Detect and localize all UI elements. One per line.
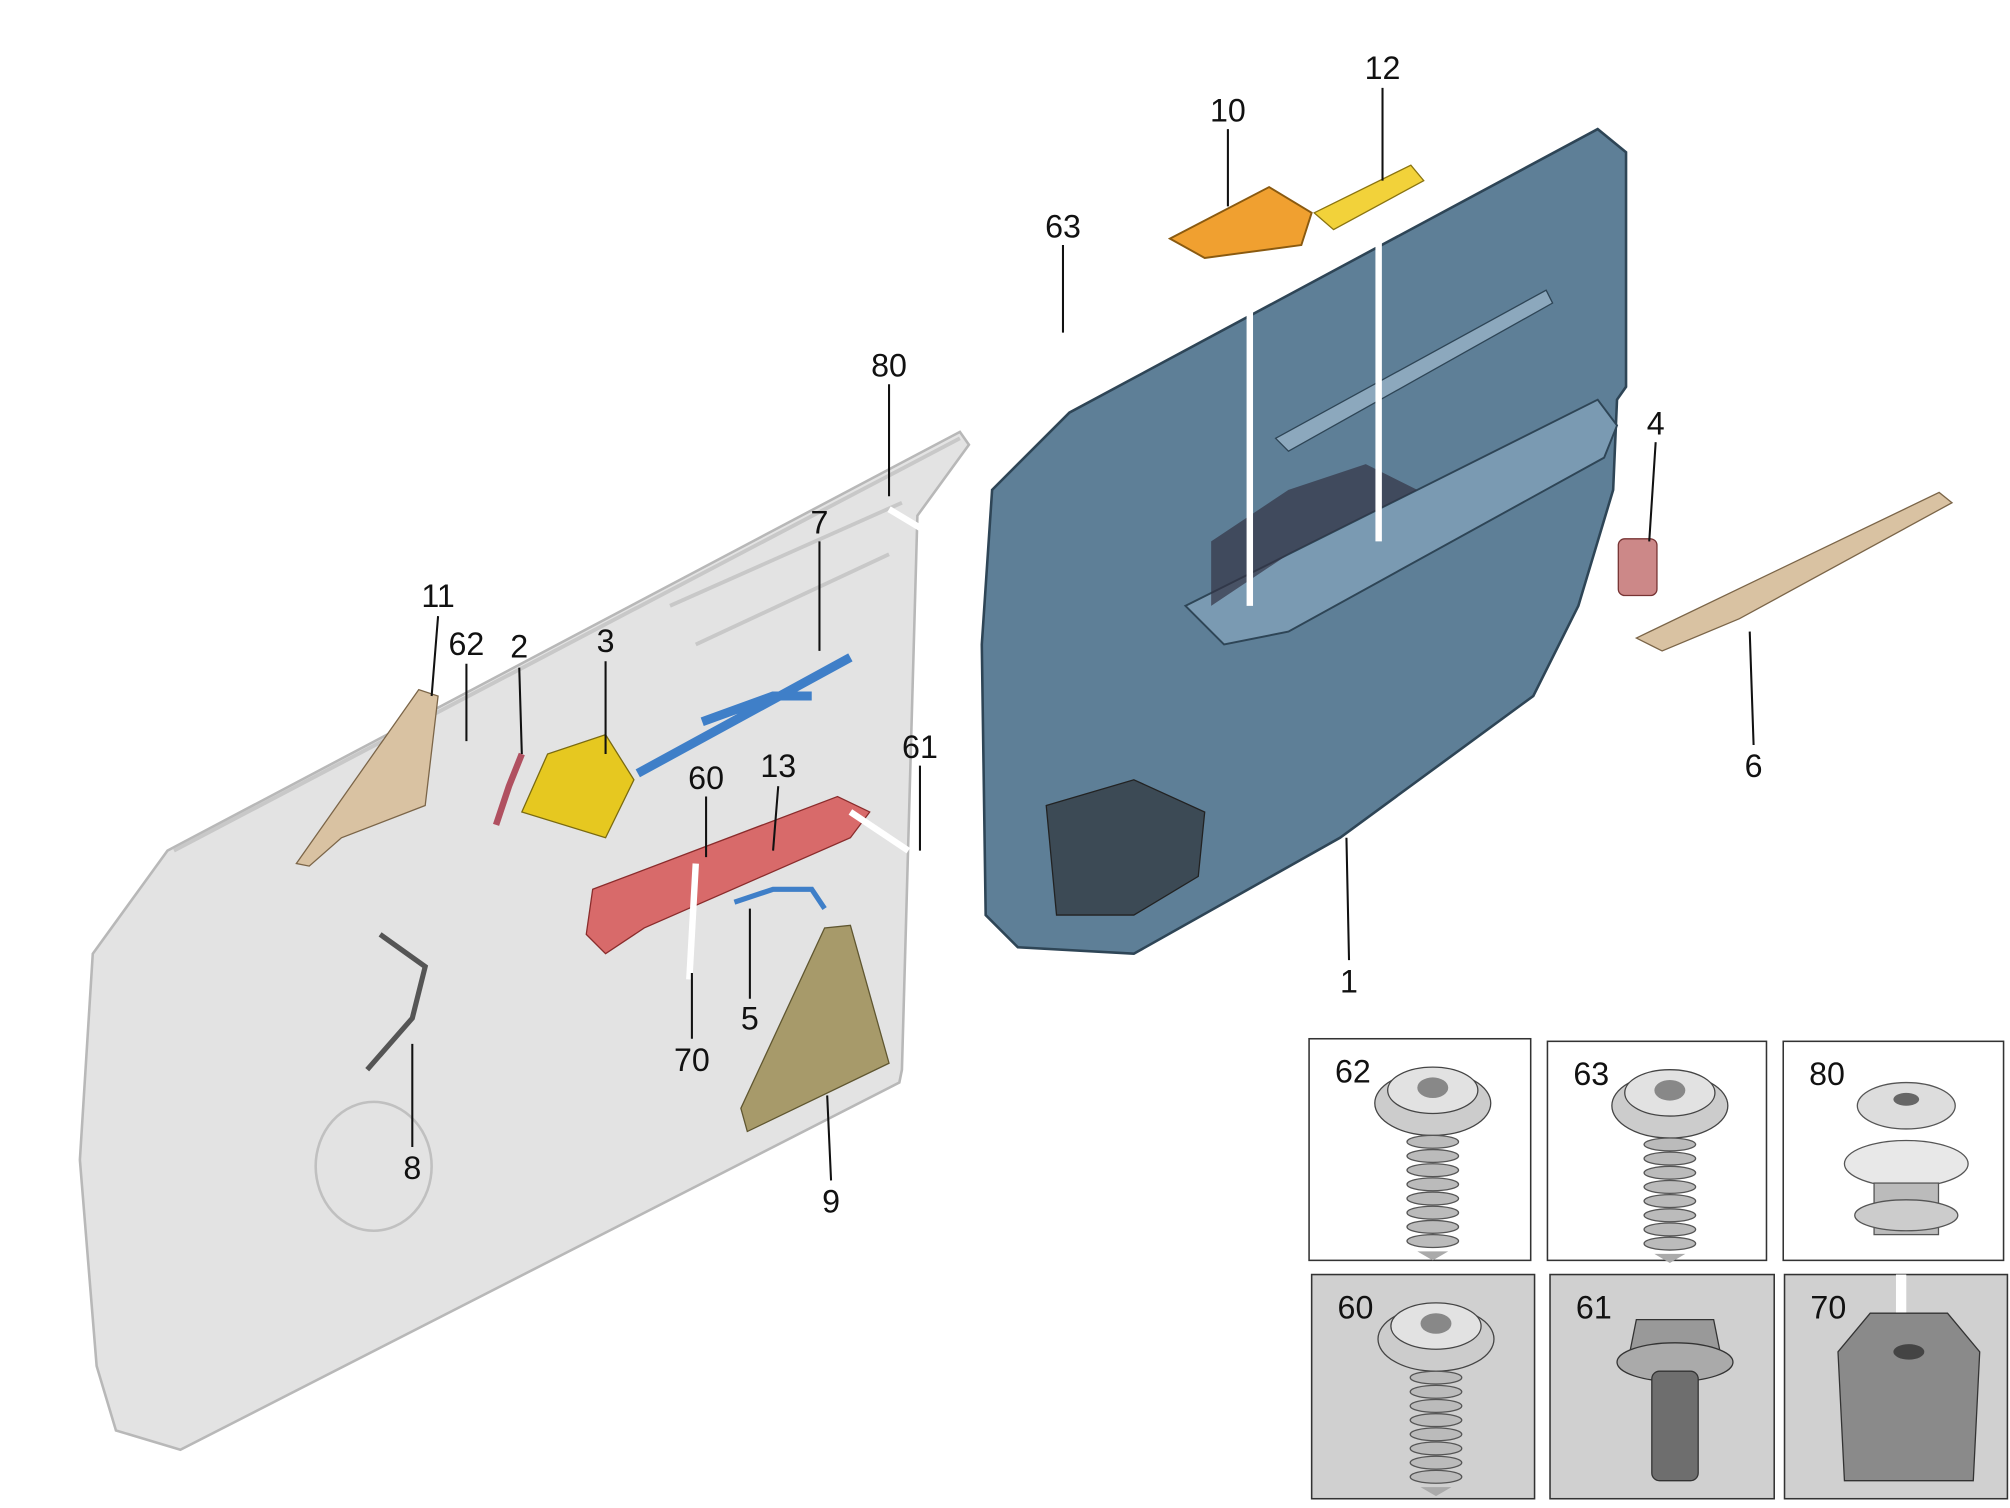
callout-4: 4 [1647,405,1665,441]
inset-label-63: 63 [1573,1056,1609,1092]
detail-inset-62: 62 [1308,1037,1532,1262]
inset-label-60: 60 [1338,1289,1374,1325]
callout-61: 61 [902,729,938,765]
callout-70: 70 [674,1042,710,1078]
callout-1: 1 [1340,963,1358,999]
speaker-opening [314,1100,433,1233]
door-pull-handle [1274,289,1554,453]
callout-6: 6 [1745,748,1763,784]
wiring-harness [635,653,853,778]
detail-insets: 62 63 80 60 61 70 [1308,1037,2009,1500]
window-switch-panel [1167,185,1313,259]
callout-62: 62 [449,626,485,662]
cable-part-2 [493,752,525,826]
callout-7: 7 [811,505,829,541]
door-inner-shell [78,430,971,1452]
mirror-trim-cover [295,688,439,867]
leader-lines [411,87,1755,1181]
detail-inset-60: 60 [1310,1273,1536,1500]
callout-63: 63 [1045,208,1081,244]
callout-5: 5 [741,1001,759,1037]
inset-label-80: 80 [1809,1056,1845,1092]
inset-label-61: 61 [1576,1289,1612,1325]
inset-label-62: 62 [1335,1054,1371,1090]
upper-mesh [1211,464,1418,606]
callout-3: 3 [597,623,615,659]
tweeter-grille [1313,164,1425,231]
callout-13: 13 [760,748,796,784]
foam-pad [740,924,890,1133]
callout-8: 8 [403,1150,421,1186]
callout-2: 2 [510,628,528,664]
callout-9: 9 [822,1184,840,1220]
detail-inset-80: 80 [1782,1040,2005,1262]
callout-60: 60 [688,760,724,796]
detail-inset-61: 61 [1549,1273,1775,1500]
callout-80: 80 [871,347,907,383]
cable-part-5 [733,886,827,911]
detail-inset-63: 63 [1546,1040,1768,1263]
trim-clip-part-4 [1617,538,1658,597]
detail-inset-70: 70 [1783,1273,2009,1500]
sound-insulation [585,795,871,955]
assembly-line [686,238,1382,980]
callout-11: 11 [421,578,454,614]
inset-label-70: 70 [1810,1289,1846,1325]
cable-part-8 [365,932,429,1072]
trim-strip [1634,491,1954,652]
callout-10: 10 [1210,92,1246,128]
lower-speaker-grille [1045,779,1206,916]
door-shell-window-line [173,436,961,853]
callout-12: 12 [1365,50,1401,86]
door-lock-module [520,733,635,839]
